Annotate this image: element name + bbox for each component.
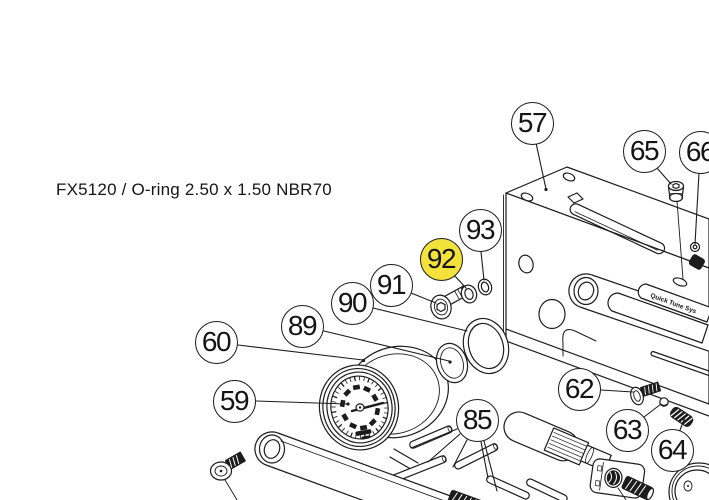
washer-93	[477, 278, 493, 296]
hex-socket	[436, 301, 446, 313]
screw-62	[630, 381, 662, 406]
thin-rod	[650, 350, 709, 377]
balloon-66[interactable]: 66	[678, 130, 709, 174]
piston-assembly	[503, 411, 655, 500]
o-ring-92	[460, 284, 478, 304]
ball-63	[659, 397, 669, 407]
end-cap	[668, 462, 709, 500]
balloon-91[interactable]: 91	[369, 263, 413, 307]
mount-arm	[254, 431, 457, 500]
balloon-63[interactable]: 63	[605, 408, 649, 452]
balloon-85[interactable]: 85	[455, 398, 499, 442]
slot-top-opening	[567, 192, 584, 204]
balloon-57[interactable]: 57	[510, 101, 554, 145]
hatched-connector	[447, 489, 490, 500]
adjuster-66	[688, 254, 705, 270]
balloon-90[interactable]: 90	[330, 281, 374, 325]
balloon-65[interactable]: 65	[622, 129, 666, 173]
balloon-62[interactable]: 62	[557, 367, 601, 411]
countersunk-screw	[209, 451, 246, 481]
threaded-stud	[621, 476, 655, 500]
lever-arm: Quick Tune Sys	[568, 273, 709, 352]
balloon-64[interactable]: 64	[650, 428, 694, 472]
spring-64	[669, 406, 694, 427]
quick-tune-tube	[637, 283, 709, 323]
balloon-89[interactable]: 89	[280, 304, 324, 348]
pressure-gauge	[318, 364, 400, 451]
tube-o-ring	[672, 277, 688, 287]
set-screw-65	[667, 180, 685, 203]
seal-disc-89	[435, 342, 469, 384]
hex-socket	[672, 182, 680, 190]
o-ring-90	[462, 317, 510, 375]
gauge-face	[331, 376, 389, 440]
pins	[387, 425, 568, 500]
balloon-93[interactable]: 93	[458, 208, 502, 252]
balloon-59[interactable]: 59	[212, 379, 256, 423]
drawing-title: FX5120 / O-ring 2.50 x 1.50 NBR70	[56, 180, 332, 199]
balloon-60[interactable]: 60	[194, 320, 238, 364]
balloon-92[interactable]: 92	[419, 237, 463, 281]
